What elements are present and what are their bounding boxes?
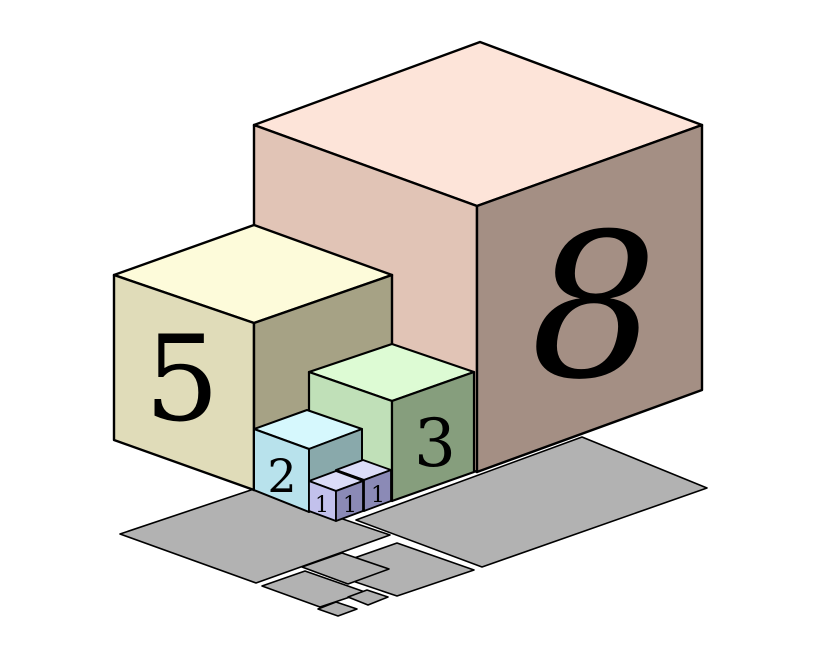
cube-8-right	[475, 123, 704, 474]
cube-3-label: 3	[414, 405, 456, 482]
shadow-squares	[119, 436, 708, 617]
cube-8-label: 8	[530, 191, 657, 424]
cube-2-label: 2	[267, 449, 296, 503]
shadow-square-8	[355, 436, 708, 568]
cube-1-front-left-label: 1	[315, 493, 329, 518]
cube-3-right	[390, 370, 476, 503]
shadow-square-2b	[301, 552, 390, 585]
shadow-square-1b	[317, 601, 358, 617]
cube-1-front-right-label: 1	[343, 493, 357, 518]
shadow-square-1a	[347, 589, 389, 606]
cube-1-front-left: 1 1	[308, 470, 364, 522]
cube-5-label: 5	[144, 310, 219, 448]
cube-1-front-left-right	[335, 480, 364, 522]
cube-1-back-label: 1	[371, 483, 385, 508]
shadow-square-3	[319, 542, 475, 597]
cube-1-back-right	[363, 469, 392, 512]
